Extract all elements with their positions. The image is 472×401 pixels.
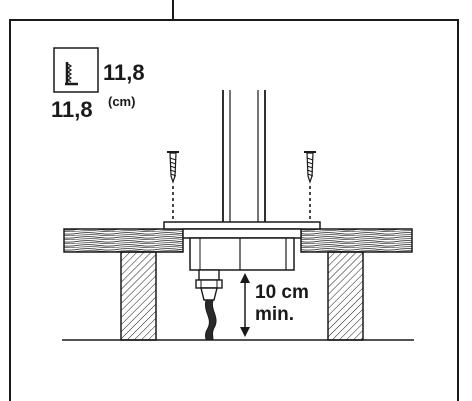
mounting-box [189, 237, 295, 271]
size-width-value: 11,8 [103, 60, 145, 85]
countertop-left [63, 228, 184, 253]
clearance-arrow [240, 273, 250, 337]
support-post-left [120, 251, 157, 341]
clearance-suffix: min. [255, 304, 294, 325]
cable-gland [195, 269, 223, 301]
vertical-pipe [222, 90, 266, 222]
size-badge: 11,8 11,8 (cm) [51, 47, 145, 122]
screw-right [304, 151, 316, 224]
size-unit: (cm) [108, 94, 135, 109]
saw-blade-icon-box [53, 47, 99, 93]
support-post-right [327, 251, 364, 341]
mounting-plate [163, 221, 321, 239]
panel-border [9, 0, 459, 401]
saw-blade-icon [65, 62, 78, 86]
screw-left [167, 151, 179, 224]
power-cable [204, 299, 217, 341]
clearance-value: 10 cm [255, 282, 309, 303]
countertop-right [300, 228, 413, 253]
size-depth-value: 11,8 [51, 97, 93, 122]
